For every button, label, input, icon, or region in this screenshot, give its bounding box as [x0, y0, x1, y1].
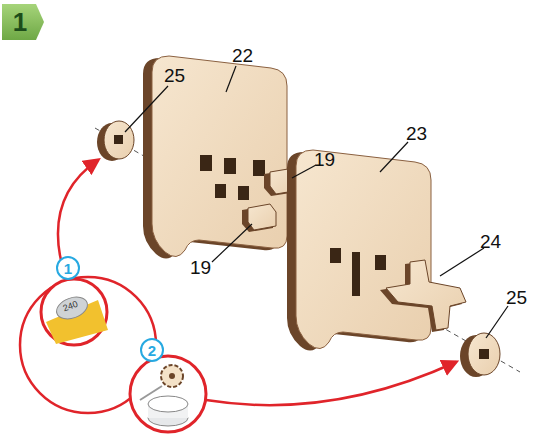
disk-part [460, 333, 500, 377]
callout-number: 19 [190, 258, 211, 277]
tools-group [20, 160, 456, 432]
step-circle: 2 [140, 338, 164, 362]
callout-number: 22 [232, 46, 253, 65]
leader-lines [125, 66, 508, 338]
side-panel [287, 150, 431, 351]
step-badge: 1 [2, 4, 44, 40]
step-number: 1 [13, 9, 27, 35]
callout-number: 23 [406, 124, 427, 143]
callout-number: 24 [480, 232, 501, 251]
step-circle: 1 [56, 256, 80, 280]
step-number: 2 [148, 343, 156, 358]
step-badge-shape [2, 4, 44, 40]
step-number: 1 [64, 261, 72, 276]
callout-number: 25 [164, 66, 185, 85]
cross-piece [380, 260, 466, 332]
callout-number: 25 [506, 288, 527, 307]
callout-number: 19 [314, 150, 335, 169]
side-panel [143, 56, 287, 259]
disk-part [97, 121, 134, 161]
block-part [242, 204, 276, 232]
